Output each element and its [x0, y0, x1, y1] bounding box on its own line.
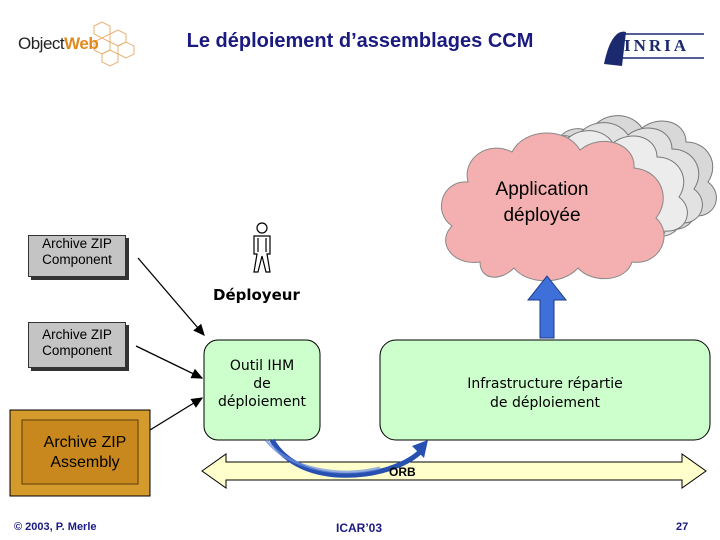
objectweb-logo: ObjectWeb — [14, 20, 139, 70]
stick-figure-icon — [253, 222, 271, 273]
cloud-label-line2: déployée — [503, 205, 581, 226]
cloud-label: Application déployée — [462, 177, 622, 229]
footer-page-number: 27 — [676, 521, 689, 533]
archive-assembly-label: Archive ZIP Assembly — [20, 433, 150, 473]
objectweb-wordmark: ObjectWeb — [18, 34, 99, 53]
archive3-line1: Archive ZIP — [43, 434, 127, 451]
archive3-line2: Assembly — [50, 454, 120, 471]
inria-wordmark: INRIA — [624, 36, 690, 55]
infrastructure-box — [379, 339, 711, 441]
inria-logo: INRIA — [600, 26, 705, 74]
archive-component-1: Archive ZIP Component — [28, 235, 126, 277]
cloud-stack — [441, 115, 717, 282]
infrastructure-label: Infrastructure répartie de déploiement — [380, 375, 710, 413]
infra-line1: Infrastructure répartie — [467, 376, 623, 392]
footer-copyright: © 2003, P. Merle — [14, 521, 97, 533]
actor-label: Déployeur — [213, 286, 300, 304]
archive2-line2: Component — [42, 343, 112, 358]
tool-label: Outil IHM de déploiement — [204, 357, 320, 411]
cloud-front — [441, 132, 665, 282]
tool-box — [203, 339, 321, 441]
tool-line2: de — [253, 376, 271, 392]
footer-event: ICAR’03 — [336, 521, 383, 535]
archive1-line2: Component — [42, 252, 112, 267]
archive1-line1: Archive ZIP — [42, 236, 112, 251]
page-title: Le déploiement d’assemblages CCM — [186, 30, 534, 52]
archive-component-2: Archive ZIP Component — [28, 322, 126, 368]
archive2-line1: Archive ZIP — [42, 327, 112, 342]
bus-label: ORB — [389, 465, 416, 479]
cloud-label-line1: Application — [495, 179, 589, 200]
tool-line3: déploiement — [218, 394, 306, 410]
up-arrow-icon — [526, 275, 568, 339]
double-arrow-bus-icon — [201, 453, 707, 489]
infra-line2: de déploiement — [490, 395, 600, 411]
tool-line1: Outil IHM — [229, 358, 295, 374]
